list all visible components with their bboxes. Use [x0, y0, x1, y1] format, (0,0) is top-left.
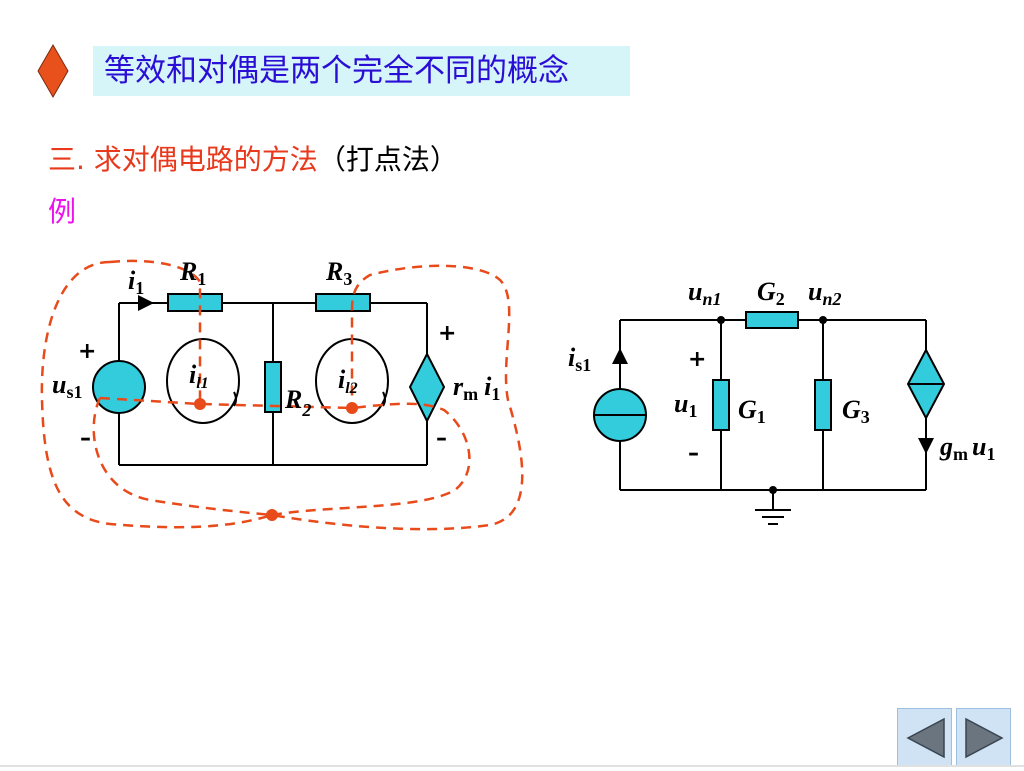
section-heading-method: （打点法） [317, 143, 458, 176]
g1-label: G1 [738, 395, 766, 427]
rm-minus: – [436, 426, 447, 451]
mesh-loops [166, 338, 389, 424]
section-heading: 三. 求对偶电路的方法（打点法） [48, 140, 458, 180]
r2-resistor [264, 361, 282, 413]
u1-plus: + [688, 347, 706, 372]
is1-label: is1 [568, 343, 591, 375]
next-slide-button[interactable] [956, 708, 1011, 766]
dashed-construction-lines [40, 259, 524, 531]
node-dot [717, 316, 725, 324]
example-label: 例 [48, 195, 77, 228]
r2-label: R2 [284, 385, 311, 420]
title-box [93, 46, 630, 96]
u1-minus: – [688, 441, 699, 466]
right-arrow-icon [965, 717, 1004, 759]
i1-label: i1 [128, 266, 144, 298]
left-arrow-icon [906, 717, 945, 759]
node-dot [346, 402, 358, 414]
diamond-bullet-icon [37, 44, 69, 98]
un1-label: un1 [688, 277, 721, 309]
us1-voltage-source [92, 360, 146, 414]
us1-minus: – [80, 426, 91, 451]
un2-label: un2 [808, 277, 841, 309]
g1-conductance [712, 379, 730, 431]
left-circuit [118, 295, 428, 466]
node-dot [769, 486, 777, 494]
g3-conductance [814, 379, 832, 431]
bottom-divider [0, 765, 1024, 767]
us1-label: us1 [52, 370, 82, 402]
il2-label: il2 [338, 365, 358, 397]
r3-label: R3 [325, 257, 352, 289]
rm-controlled-source [408, 351, 446, 424]
section-heading-main: 三. 求对偶电路的方法 [48, 143, 318, 176]
prev-slide-button[interactable] [897, 708, 952, 766]
node-dot [819, 316, 827, 324]
r1-resistor [167, 293, 223, 312]
g2-conductance [745, 311, 799, 329]
node-dot [266, 509, 278, 521]
us1-plus: + [78, 339, 96, 364]
u1-label: u1 [674, 389, 697, 421]
page-title: 等效和对偶是两个完全不同的概念 [104, 53, 569, 89]
node-dot [194, 398, 206, 410]
g3-label: G3 [842, 395, 870, 427]
g2-label: G2 [757, 277, 785, 309]
il1-label: il1 [189, 360, 209, 392]
r3-resistor [315, 293, 371, 312]
rm-plus: + [438, 321, 456, 346]
r1-label: R1 [179, 257, 206, 289]
